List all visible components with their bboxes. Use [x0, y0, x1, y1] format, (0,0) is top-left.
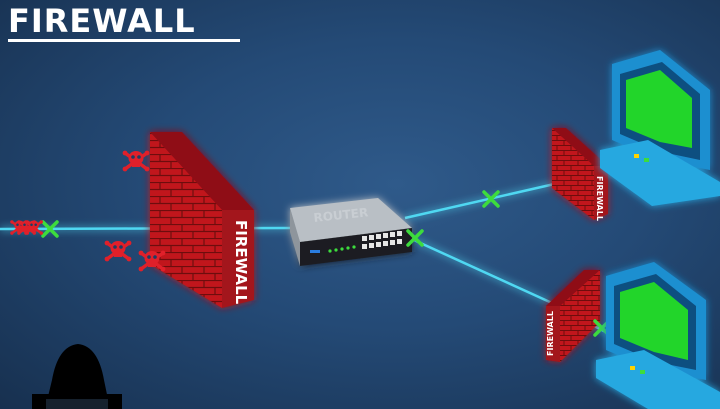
- skull-crossbones-icon: [102, 238, 134, 264]
- bottom-right-firewall: [546, 270, 600, 362]
- desktop-computer-icon: [600, 50, 720, 206]
- hacker-silhouette-icon: [32, 344, 122, 409]
- desktop-computer-icon: [596, 262, 720, 409]
- title-underline: [8, 39, 240, 42]
- top-right-firewall-label: FIREWALL: [595, 176, 604, 221]
- router-to-top-firewall-link: [404, 178, 573, 220]
- router-label: ROUTER: [313, 205, 369, 225]
- router-to-bottom-firewall-link: [404, 234, 553, 305]
- incoming-threats-group: [8, 218, 45, 237]
- main-firewall-label: FIREWALL: [232, 220, 250, 305]
- threats: [8, 148, 168, 274]
- bottom-right-firewall-label: FIREWALL: [546, 311, 555, 356]
- main-firewall: [150, 132, 254, 308]
- router: [290, 198, 412, 266]
- page-title: FIREWALL: [8, 2, 196, 40]
- skull-crossbones-icon: [120, 148, 152, 174]
- top-right-firewall: [552, 128, 608, 220]
